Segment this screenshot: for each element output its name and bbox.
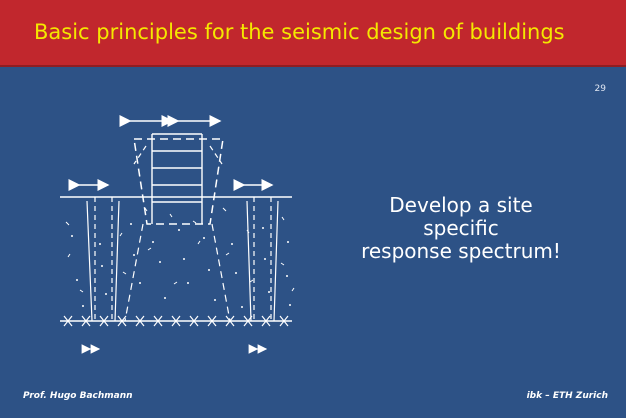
soil-texture xyxy=(71,223,291,308)
footer-author: Prof. Hugo Bachmann xyxy=(23,391,133,401)
title-band: Basic principles for the seismic design … xyxy=(0,0,626,67)
bedrock-icon xyxy=(63,315,289,327)
slide-title: Basic principles for the seismic design … xyxy=(34,20,565,44)
message-line-1: Develop a site xyxy=(389,193,533,217)
soil-dashes xyxy=(65,207,295,293)
site-response-message: Develop a site specific response spectru… xyxy=(345,194,577,263)
page-number: 29 xyxy=(594,84,606,94)
top-double-arrows xyxy=(68,115,274,191)
soil-columns xyxy=(86,197,279,322)
building-icon xyxy=(133,133,224,225)
footer-institution: ibk – ETH Zurich xyxy=(526,391,608,401)
message-line-3: response spectrum! xyxy=(361,239,561,263)
seismic-site-diagram xyxy=(60,115,295,354)
message-line-2: specific xyxy=(423,216,499,240)
